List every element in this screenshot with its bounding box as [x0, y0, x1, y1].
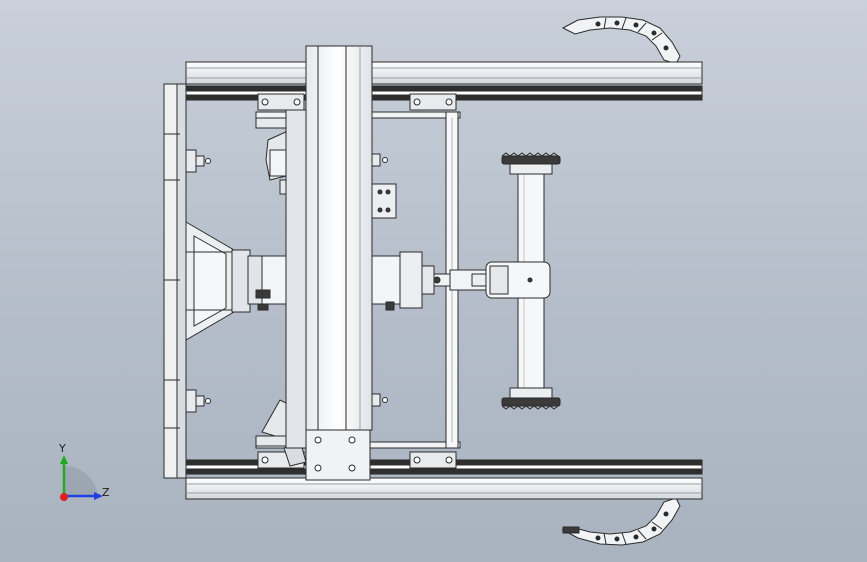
bottom-sprocket[interactable] — [501, 397, 561, 410]
triad-plane — [64, 465, 98, 496]
carriage-blocks[interactable] — [257, 93, 457, 469]
vertical-column[interactable] — [285, 45, 373, 481]
top-sprocket[interactable] — [501, 152, 561, 165]
mounting-bolts — [185, 149, 388, 413]
y-axis-label: Y — [59, 442, 66, 455]
x-axis-point — [60, 493, 68, 501]
left-mount-bracket[interactable] — [185, 221, 251, 341]
side-plate[interactable] — [371, 183, 397, 219]
z-axis-label: Z — [102, 486, 110, 499]
gripper-hub[interactable] — [449, 261, 551, 299]
